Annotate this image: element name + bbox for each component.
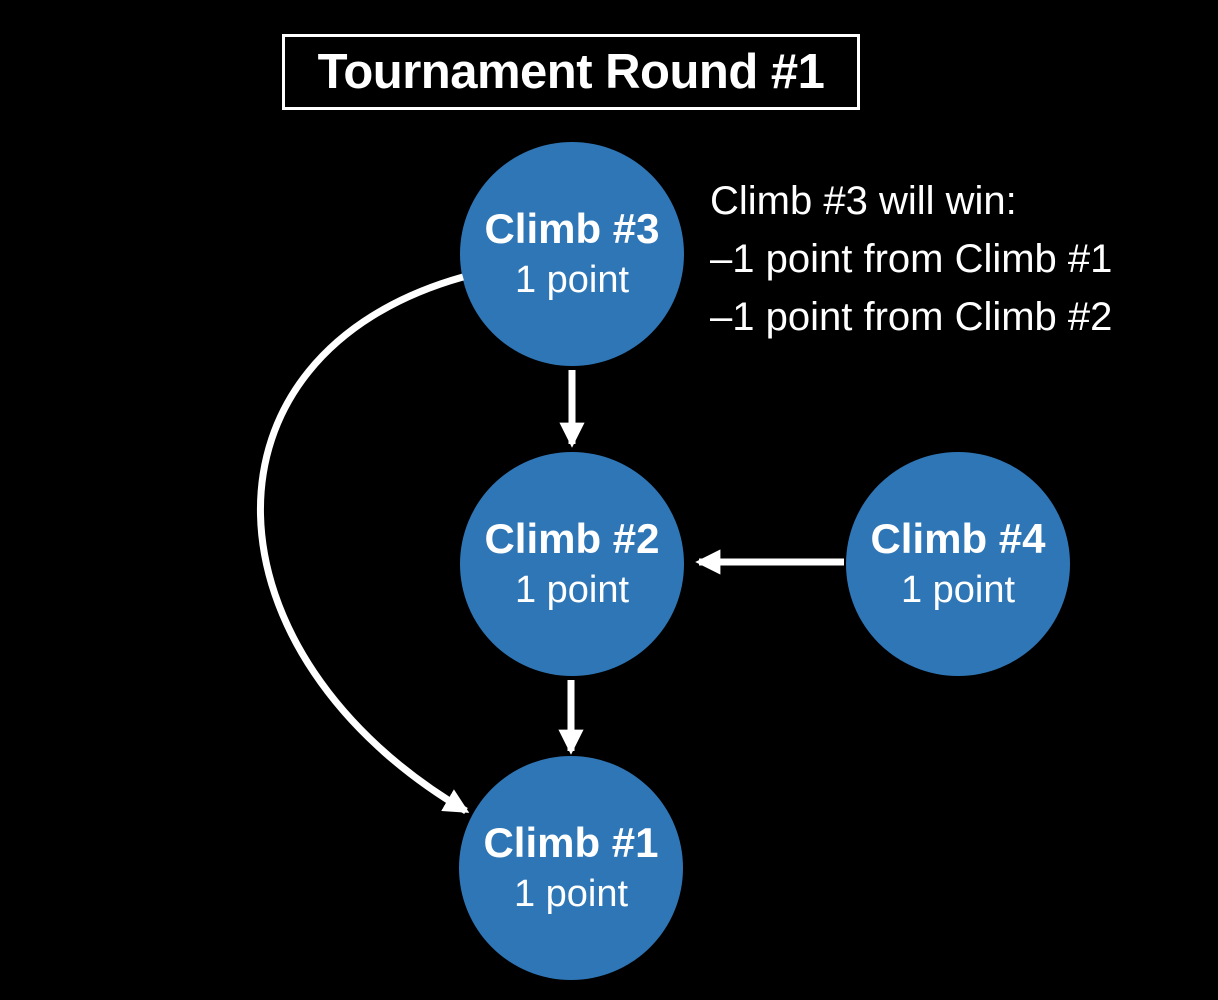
node-climb-3-label: Climb #3: [484, 205, 660, 252]
node-climb-1-points: 1 point: [513, 873, 629, 915]
node-climb-4: Climb #4 1 point: [846, 452, 1070, 676]
node-climb-1-label: Climb #1: [483, 819, 659, 866]
annotation-line-3: –1 point from Climb #2: [710, 295, 1113, 339]
node-climb-2-label: Climb #2: [484, 515, 660, 562]
node-climb-3: Climb #3 1 point: [460, 142, 684, 366]
annotation-line-2: –1 point from Climb #1: [710, 237, 1113, 281]
node-climb-2-points: 1 point: [514, 569, 630, 611]
page-title: Tournament Round #1: [317, 45, 825, 99]
annotation-block: Climb #3 will win: –1 point from Climb #…: [710, 172, 1112, 346]
node-climb-1: Climb #1 1 point: [459, 756, 683, 980]
title-box: Tournament Round #1: [282, 34, 860, 110]
node-climb-2: Climb #2 1 point: [460, 452, 684, 676]
node-climb-4-points: 1 point: [900, 569, 1016, 611]
annotation-line-1: Climb #3 will win:: [710, 179, 1017, 223]
node-climb-3-points: 1 point: [514, 259, 630, 301]
node-climb-4-label: Climb #4: [870, 515, 1046, 562]
edge-arrow-climb3-to-climb1-curved: [257, 273, 470, 815]
